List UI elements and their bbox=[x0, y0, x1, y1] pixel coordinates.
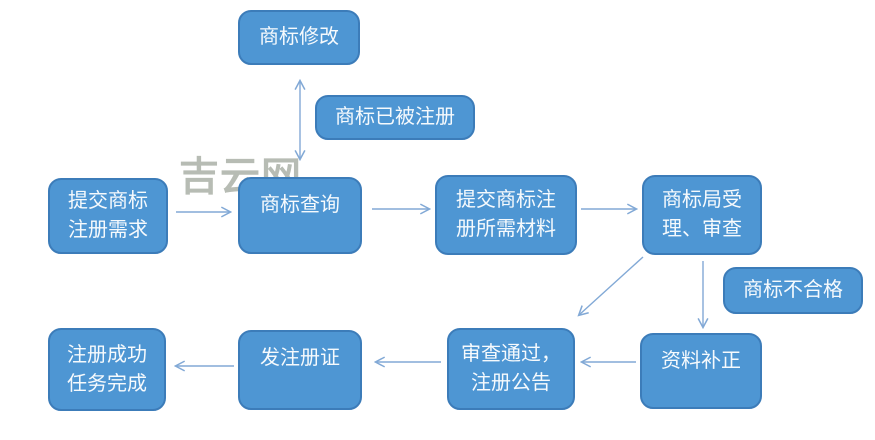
node-label: 商标局受 bbox=[662, 189, 742, 211]
node-registration-success: 注册成功任务完成 bbox=[48, 328, 166, 411]
node-submit-required-materials: 提交商标注册所需材料 bbox=[435, 175, 577, 255]
node-label: 商标已被注册 bbox=[335, 106, 455, 128]
node-review-passed-announcement: 审查通过， 注册公告 bbox=[447, 328, 575, 410]
node-label: 审查通过， bbox=[461, 343, 561, 365]
node-label: 注册成功 bbox=[67, 343, 147, 366]
node-trademark-modify: 商标修改 bbox=[238, 10, 360, 65]
node-label: 发注册证 bbox=[260, 347, 340, 369]
node-label: 理、审查 bbox=[662, 218, 742, 240]
node-label: 资料补正 bbox=[661, 350, 741, 372]
node-label: 商标修改 bbox=[259, 26, 339, 48]
node-label: 提交商标注 bbox=[456, 189, 556, 211]
node-label: 册所需材料 bbox=[456, 218, 556, 240]
node-label: 提交商标 bbox=[68, 190, 148, 212]
node-label: 任务完成 bbox=[67, 372, 147, 395]
node-label: 注册需求 bbox=[68, 219, 148, 241]
node-trademark-already-registered: 商标已被注册 bbox=[315, 95, 475, 140]
node-trademark-unqualified: 商标不合格 bbox=[723, 267, 863, 314]
node-submit-trademark-demand: 提交商标注册需求 bbox=[48, 178, 168, 254]
node-label: 注册公告 bbox=[471, 372, 551, 394]
node-trademark-search: 商标查询 bbox=[238, 177, 362, 254]
node-bureau-accept-review: 商标局受理、审查 bbox=[642, 175, 762, 255]
node-label: 商标查询 bbox=[260, 194, 340, 216]
node-material-correction: 资料补正 bbox=[640, 333, 762, 409]
node-label: 商标不合格 bbox=[743, 279, 843, 301]
node-issue-certificate: 发注册证 bbox=[238, 330, 362, 410]
